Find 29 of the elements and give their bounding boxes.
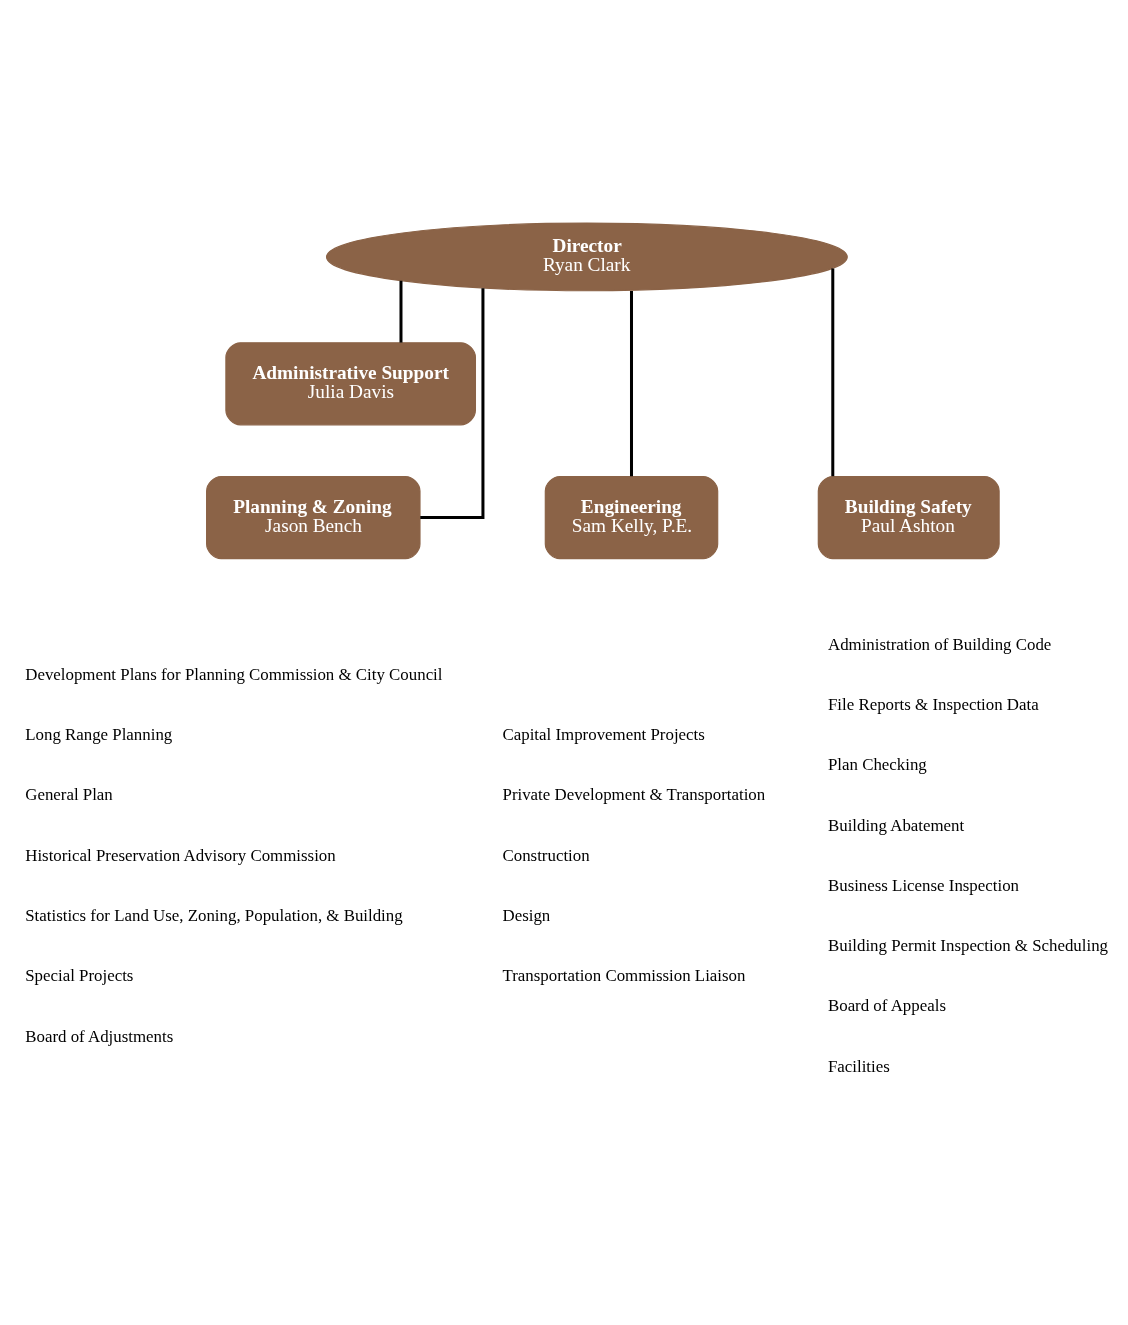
node-label: Business License Inspection — [827, 875, 1020, 895]
connector — [831, 268, 835, 477]
node-label: Construction — [502, 845, 590, 865]
node-label: Statistics for Land Use, Zoning, Population, & Building — [25, 906, 403, 926]
node-label: Building Permit Inspection & Scheduling — [827, 936, 1109, 956]
node-label: File Reports & Inspection Data — [827, 695, 1039, 715]
node-label: Building Abatement — [827, 815, 965, 835]
connector — [420, 288, 485, 520]
node-box: Building Safety Paul Ashton — [817, 476, 1000, 560]
node-label: Board of Appeals — [827, 996, 946, 1016]
node-label: Long Range Planning — [25, 725, 173, 745]
node-box: Administrative Support Julia Davis — [225, 342, 476, 426]
node-label: Capital Improvement Projects — [502, 725, 705, 745]
node-ellipse: Director Ryan Clark — [325, 222, 848, 292]
node-label: Design — [502, 906, 551, 926]
node-label: Special Projects — [25, 966, 134, 986]
node-box: Engineering Sam Kelly, P.E. — [544, 476, 719, 560]
node-label: Development Plans for Planning Commission & City Council — [25, 664, 443, 684]
node-label: Private Development & Transportation — [502, 785, 766, 805]
node-label: Facilities — [827, 1056, 890, 1076]
node-label: Administration of Building Code — [827, 634, 1052, 654]
node-label: Historical Preservation Advisory Commission — [25, 845, 336, 865]
node-box: Planning & Zoning Jason Bench — [206, 476, 421, 560]
node-label: General Plan — [25, 785, 113, 805]
node-label: Transportation Commission Liaison — [502, 966, 746, 986]
connector — [399, 280, 403, 343]
node-label: Plan Checking — [827, 755, 927, 775]
connector — [630, 291, 633, 477]
node-label: Board of Adjustments — [25, 1026, 174, 1046]
